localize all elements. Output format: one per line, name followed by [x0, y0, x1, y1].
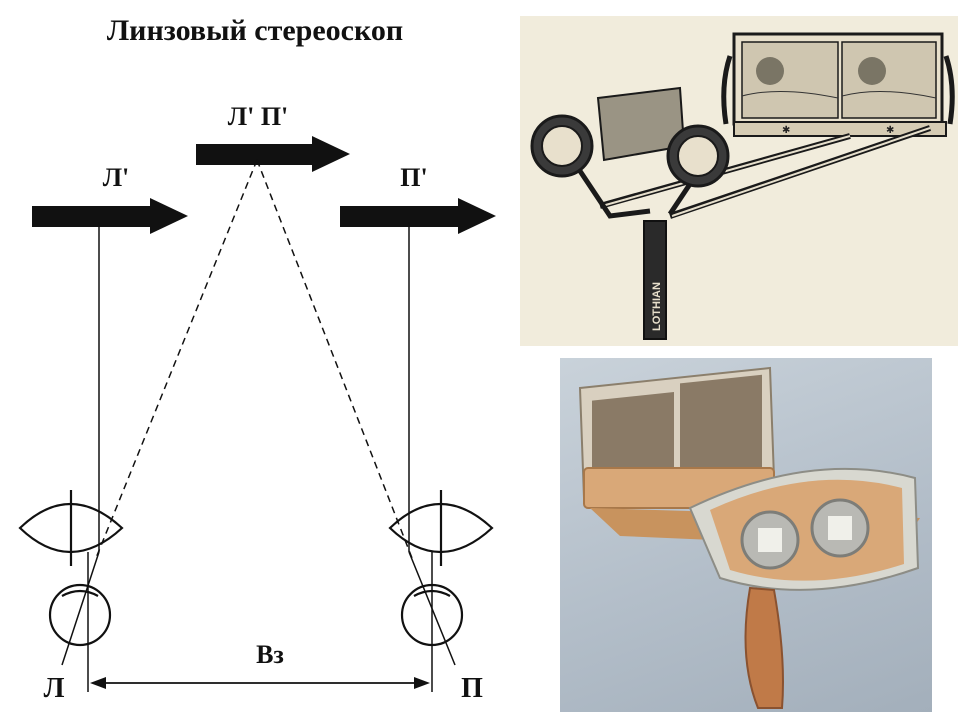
handle-brand-text: LOTHIAN	[651, 282, 663, 331]
left-lens	[18, 490, 124, 566]
eye-base-dimension	[90, 677, 430, 689]
left-image-label: Л'	[103, 163, 130, 192]
right-lens	[388, 490, 494, 566]
base-label: Bз	[256, 640, 284, 669]
right-eye-label: П	[461, 673, 483, 704]
holmes-stereoscope-photo	[560, 358, 932, 712]
svg-text:✱: ✱	[886, 125, 894, 136]
combined-image-label: Л' П'	[228, 102, 289, 131]
left-eye	[48, 583, 112, 647]
left-image-arrow	[32, 198, 188, 234]
combined-image-arrow	[196, 136, 350, 172]
right-image-label: П'	[400, 163, 427, 192]
right-image-arrow	[340, 198, 496, 234]
lothian-stereoscope-engraving: ✱ ✱ LOTHIAN	[520, 16, 958, 346]
left-eye-ray	[61, 551, 100, 666]
lens-stereoscope-diagram: Л' П' Л' П' Bз	[18, 102, 496, 704]
page-title: Линзовый стереоскоп	[106, 14, 404, 47]
left-eye-label: Л	[44, 673, 65, 704]
svg-text:✱: ✱	[782, 125, 790, 136]
